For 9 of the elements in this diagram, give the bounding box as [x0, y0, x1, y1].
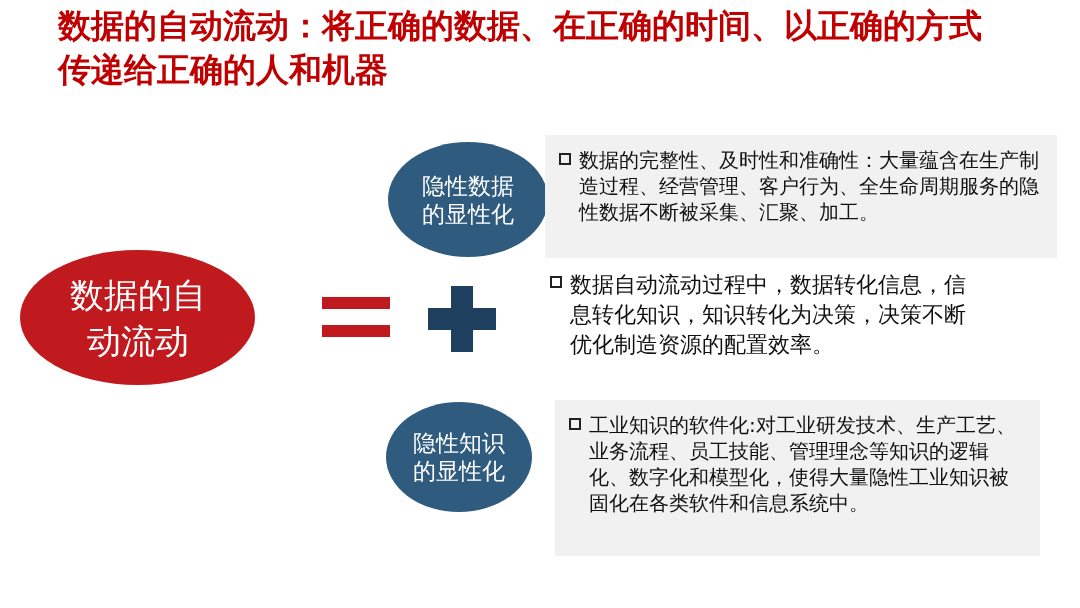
ellipse-label: 隐性数据的显性化 — [421, 171, 515, 228]
slide-title: 数据的自动流动：将正确的数据、在正确的时间、以正确的方式传递给正确的人和机器 — [58, 5, 983, 91]
ellipse-label: 数据的自动流动 — [68, 273, 207, 363]
bullet-text: 数据的完整性、及时性和准确性：大量蕴含在生产制造过程、经营管理、客户行为、全生命周期服务的隐性数据不断被采集、汇聚、加工。 — [579, 147, 1040, 225]
text-card — [555, 400, 1040, 556]
bullet-text: 数据自动流动过程中，数据转化信息，信息转化知识，知识转化为决策，决策不断优化制造资源的配置效率。 — [570, 271, 967, 359]
ellipse-label: 隐性知识的显性化 — [412, 429, 506, 485]
text-card — [545, 135, 1057, 258]
bullet-text: 工业知识的软件化:对工业研发技术、生产工艺、业务流程、员工技能、管理理念等知识的逻辑化、数字化和模型化，使得大量隐性工业知识被固化在各类软件和信息系统中。 — [589, 412, 1017, 516]
